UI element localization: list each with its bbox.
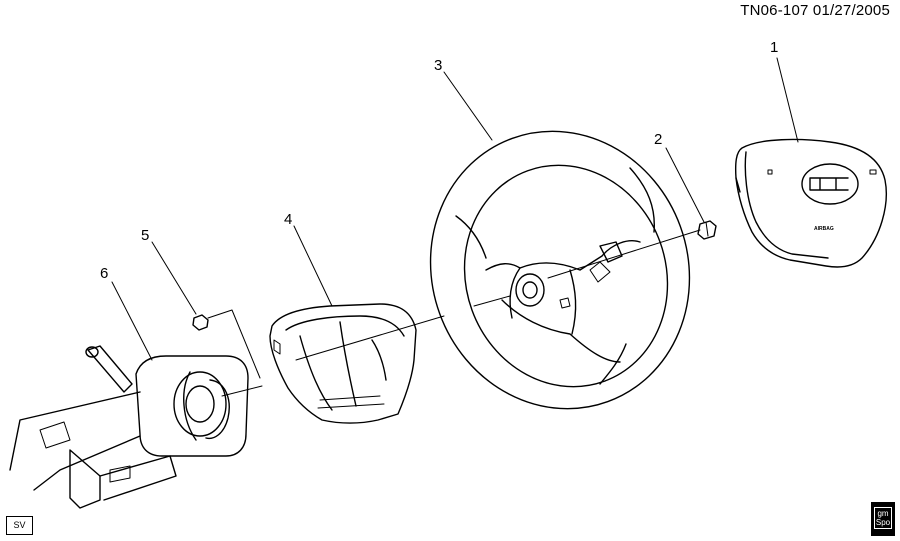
steering-column <box>9 345 249 509</box>
steering-wheel <box>429 130 691 410</box>
callout-3: 3 <box>434 57 442 74</box>
gm-logo-line2: Spo <box>875 518 891 527</box>
column-cover <box>269 303 417 424</box>
callout-4: 4 <box>284 211 292 228</box>
screw <box>192 314 209 331</box>
callout-5: 5 <box>141 227 149 244</box>
nut <box>697 220 717 240</box>
callout-6: 6 <box>100 265 108 282</box>
callout-1: 1 <box>770 39 778 56</box>
gm-logo-line1: gm <box>877 509 889 518</box>
diagram-code: TN06-107 01/27/2005 <box>740 2 890 19</box>
callout-2: 2 <box>654 131 662 148</box>
airbag-module <box>734 138 887 268</box>
gm-logo-frame: gm Spo <box>874 507 892 529</box>
airbag-label: AIRBAG <box>814 226 834 232</box>
sv-badge: SV <box>6 516 33 535</box>
gm-spo-logo: gm Spo <box>871 502 895 536</box>
